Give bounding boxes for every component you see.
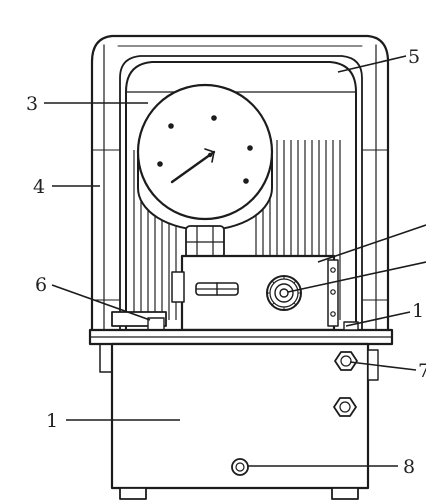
drain-plug	[231, 458, 249, 476]
leader-5	[337, 55, 407, 73]
leader-7	[349, 361, 417, 371]
callout-1: 1	[46, 410, 58, 432]
leader-knob	[287, 261, 426, 293]
gauge-needle	[170, 148, 216, 184]
gauge-screw	[247, 145, 253, 151]
callout-1-right: 1	[412, 300, 424, 322]
oil-tank	[99, 342, 379, 490]
release-lever	[195, 282, 239, 296]
gauge-screw	[168, 123, 174, 129]
leader-6	[51, 284, 151, 321]
valve-block	[171, 254, 339, 332]
pressure-gauge	[136, 83, 274, 231]
gauge-screw	[243, 178, 249, 184]
gauge-fitting-nut	[185, 225, 225, 259]
leader-valve-block	[317, 224, 426, 263]
callout-8: 8	[403, 456, 415, 478]
return-port	[333, 397, 357, 417]
callout-labels: 3 4 5 6 1 8 1 7	[26, 46, 426, 478]
callout-5: 5	[408, 46, 420, 68]
outlet-port	[334, 351, 358, 371]
leader-1-right	[345, 311, 411, 327]
leader-lines	[44, 55, 426, 467]
tank-feet	[119, 487, 359, 500]
callout-4: 4	[33, 176, 45, 198]
callout-3: 3	[26, 93, 38, 115]
adjustment-knob	[266, 275, 302, 311]
control-plate	[111, 311, 167, 331]
handle-frame	[90, 34, 390, 337]
gauge-screw	[157, 161, 163, 167]
callout-7: 7	[418, 360, 426, 382]
callout-6: 6	[35, 274, 47, 296]
gauge-screw	[211, 115, 217, 121]
